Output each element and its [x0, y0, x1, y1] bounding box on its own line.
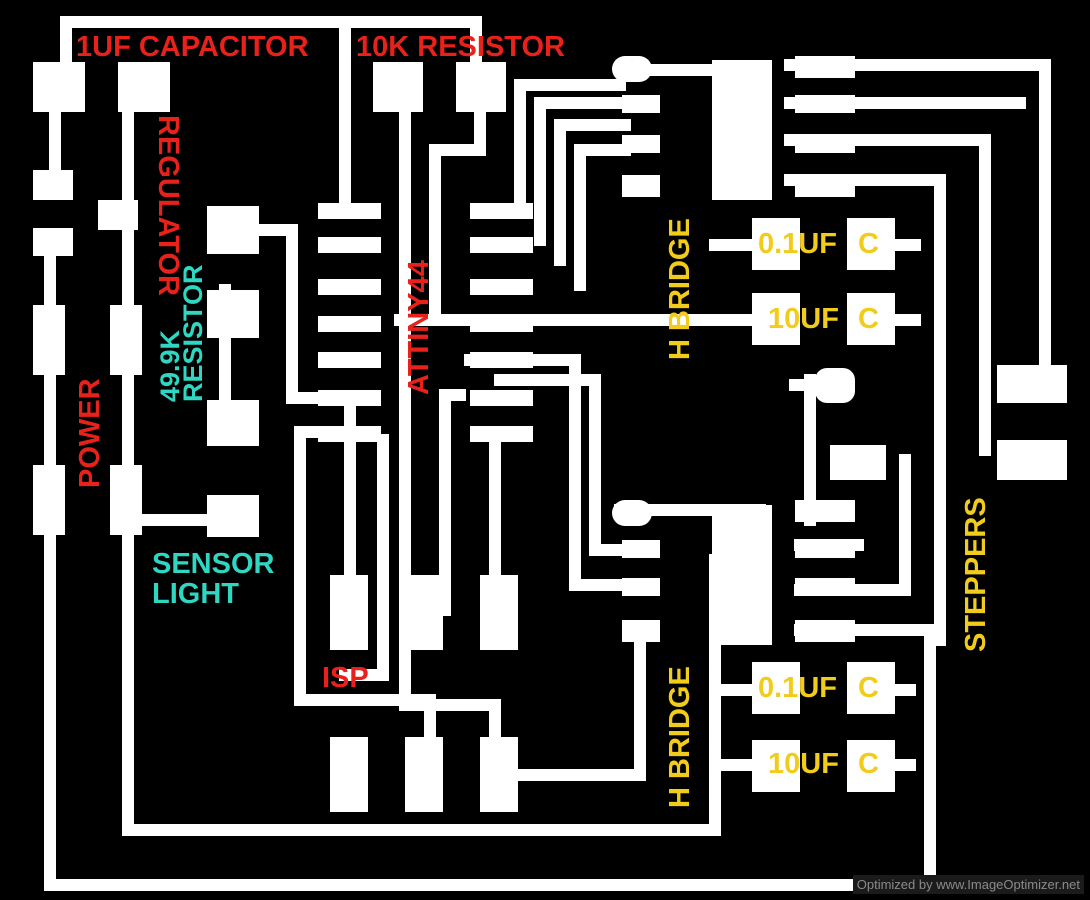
- label-h-bridge-top: H BRIDGE: [664, 218, 696, 360]
- label-power: POWER: [74, 378, 106, 488]
- label-c-bottom: C: [858, 672, 879, 704]
- label-c2-bottom: C: [858, 748, 879, 780]
- label-steppers: STEPPERS: [960, 497, 992, 652]
- label-0-1uf-bottom: 0.1UF: [758, 672, 837, 704]
- label-10uf-top: 10UF: [768, 303, 839, 335]
- label-h-bridge-bottom: H BRIDGE: [664, 666, 696, 808]
- label-1uf-capacitor: 1UF CAPACITOR: [76, 31, 309, 63]
- label-10k-resistor: 10K RESISTOR: [356, 31, 565, 63]
- label-c2-top: C: [858, 303, 879, 335]
- label-attiny44: ATTINY44: [403, 260, 435, 395]
- label-light: LIGHT: [152, 578, 239, 610]
- label-sensor: SENSOR: [152, 548, 275, 580]
- label-49-9k-resistor: RESISTOR: [178, 264, 208, 402]
- label-0-1uf-top: 0.1UF: [758, 228, 837, 260]
- label-isp: ISP: [322, 662, 369, 694]
- watermark: Optimized by www.ImageOptimizer.net: [852, 875, 1084, 894]
- label-c-top: C: [858, 228, 879, 260]
- label-10uf-bottom: 10UF: [768, 748, 839, 780]
